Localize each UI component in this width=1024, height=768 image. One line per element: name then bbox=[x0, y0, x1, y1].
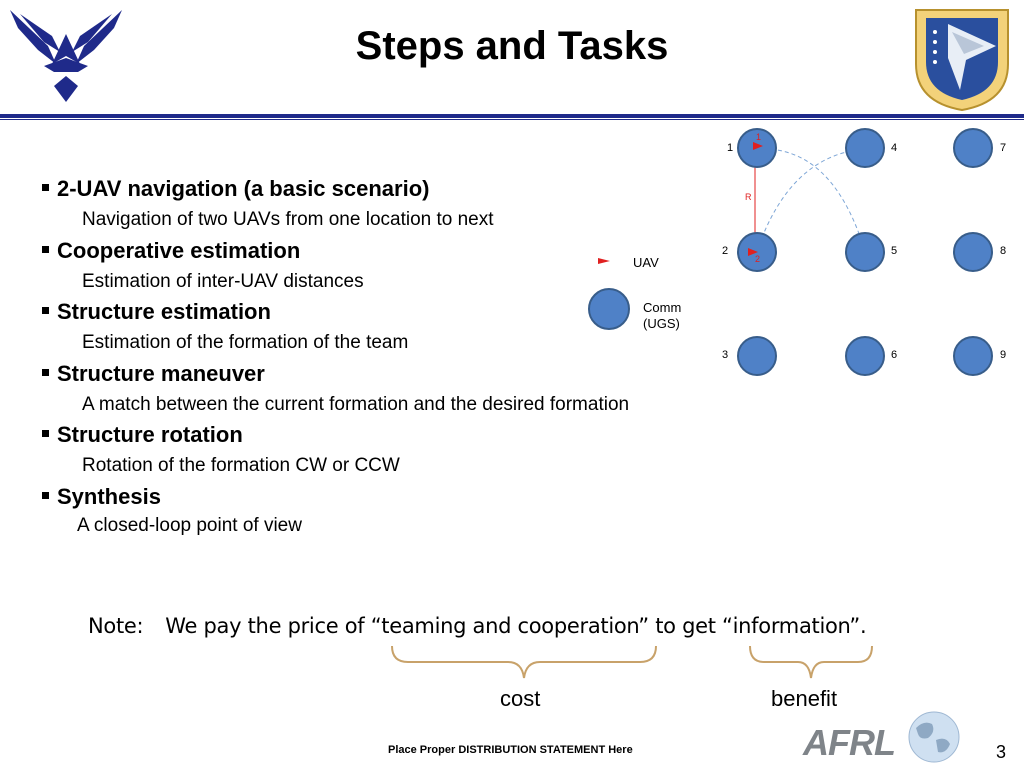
node-label-4: 4 bbox=[891, 142, 898, 154]
benefit-label: benefit bbox=[771, 686, 838, 711]
node-label-8: 8 bbox=[1000, 245, 1007, 257]
node-label-2: 2 bbox=[722, 245, 729, 257]
node-label-7: 7 bbox=[1000, 142, 1007, 154]
globe-icon bbox=[908, 711, 960, 763]
bullet-heading: 2-UAV navigation (a basic scenario) bbox=[57, 176, 430, 201]
comm-node-3 bbox=[737, 336, 777, 376]
brace-benefit bbox=[749, 645, 873, 679]
bullet-item: 2-UAV navigation (a basic scenario) bbox=[42, 176, 429, 202]
legend-comm-label: Comm bbox=[643, 300, 682, 315]
bullet-icon bbox=[42, 306, 49, 314]
page-number: 3 bbox=[996, 742, 1007, 762]
bullet-detail: A closed-loop point of view bbox=[77, 515, 302, 536]
uav-label-1: 1 bbox=[756, 132, 762, 142]
note-text-block: Note: We pay the price of “teaming and co… bbox=[88, 614, 867, 638]
afrl-logo-text: AFRL bbox=[803, 722, 896, 763]
bullet-item: Structure maneuver bbox=[42, 361, 265, 387]
brace-cost bbox=[391, 645, 657, 679]
distribution-statement: Place Proper DISTRIBUTION STATEMENT Here bbox=[388, 744, 633, 756]
bullet-icon bbox=[42, 368, 49, 376]
comm-node-8 bbox=[953, 232, 993, 272]
cost-label: cost bbox=[500, 686, 541, 711]
comm-node-7 bbox=[953, 128, 993, 168]
legend-uav-icon bbox=[598, 258, 610, 264]
bullet-icon bbox=[42, 429, 49, 437]
bullet-heading: Structure estimation bbox=[57, 299, 271, 324]
bullet-item: Synthesis bbox=[42, 484, 161, 510]
bullet-item: Structure rotation bbox=[42, 422, 243, 448]
bullet-detail: A match between the current formation an… bbox=[82, 394, 630, 415]
bullet-icon bbox=[42, 183, 49, 191]
note-text: We pay the price of “teaming and coopera… bbox=[165, 614, 867, 638]
node-label-6: 6 bbox=[891, 349, 898, 361]
bullet-heading: Cooperative estimation bbox=[57, 238, 301, 263]
uav-flag-icon bbox=[748, 248, 758, 256]
page-title: Steps and Tasks bbox=[355, 24, 669, 68]
node-label-1: 1 bbox=[727, 142, 734, 154]
uav-label-2: 2 bbox=[755, 254, 761, 264]
air-force-logo bbox=[10, 10, 122, 102]
comm-node-9 bbox=[953, 336, 993, 376]
comm-node-6 bbox=[845, 336, 885, 376]
node-label-5: 5 bbox=[891, 245, 898, 257]
bullet-heading: Structure maneuver bbox=[57, 361, 265, 386]
legend-comm-icon bbox=[588, 288, 630, 330]
comm-node-5 bbox=[845, 232, 885, 272]
bullet-heading: Structure rotation bbox=[57, 422, 243, 447]
bullet-heading: Synthesis bbox=[57, 484, 161, 509]
note-label: Note: bbox=[88, 614, 144, 638]
uav-flag-icon bbox=[753, 142, 763, 150]
node-label-9: 9 bbox=[1000, 349, 1007, 361]
bullet-detail: Estimation of the formation of the team bbox=[82, 332, 409, 353]
bullet-item: Structure estimation bbox=[42, 299, 271, 325]
bullet-icon bbox=[42, 491, 49, 499]
header-rule bbox=[0, 114, 1024, 118]
bullet-icon bbox=[42, 245, 49, 253]
bullet-item: Cooperative estimation bbox=[42, 238, 300, 264]
legend-ugs-label: (UGS) bbox=[643, 316, 680, 331]
path-arc-1-5 bbox=[756, 148, 864, 246]
afrl-shield-logo bbox=[915, 9, 1009, 112]
header-rule-thin bbox=[0, 119, 1024, 120]
bullet-detail: Navigation of two UAVs from one location… bbox=[82, 209, 494, 230]
node-label-3: 3 bbox=[722, 349, 729, 361]
distance-label: R bbox=[745, 192, 752, 202]
bullet-detail: Rotation of the formation CW or CCW bbox=[82, 455, 400, 476]
legend-uav-label: UAV bbox=[633, 255, 659, 270]
comm-node-4 bbox=[845, 128, 885, 168]
bullet-detail: Estimation of inter-UAV distances bbox=[82, 271, 364, 292]
